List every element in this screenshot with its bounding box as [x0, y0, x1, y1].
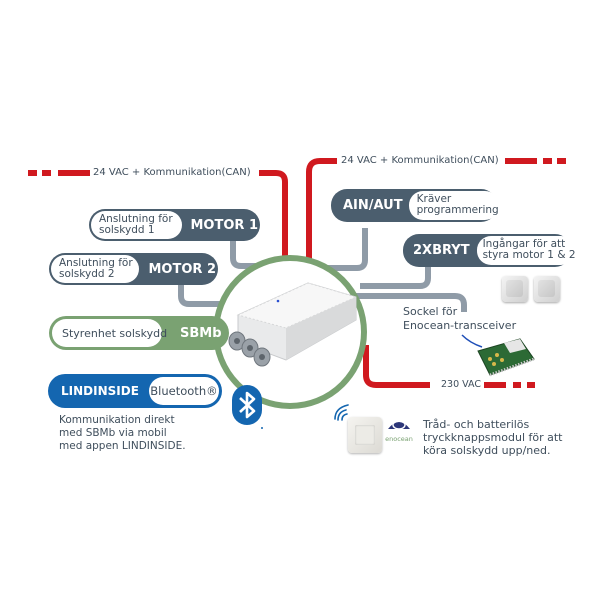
power-line-left — [28, 170, 288, 262]
push-button-icon — [534, 276, 560, 302]
socket-label: Sockel för Enocean-transceiver — [403, 305, 516, 333]
controller-device-image — [228, 282, 358, 367]
bluetooth-icon — [232, 385, 263, 429]
power-label-right: 24 VAC + Kommunikation(CAN) — [341, 155, 499, 166]
enocean-logo-icon: enocean — [385, 420, 413, 443]
bryt-desc-line1: Ingångar för att — [482, 238, 566, 250]
enocean-note: Tråd- och batterilös tryckknappsmodul fö… — [423, 418, 562, 457]
bryt-description: Ingångar för att styra motor 1 & 2 — [476, 236, 576, 265]
push-button-icon — [502, 276, 528, 302]
lindinside-note-line1: Kommunikation direkt — [59, 414, 175, 426]
sbmb-module: Styrenhet solskydd SBMb — [49, 316, 229, 350]
enocean-note-line3: köra solskydd upp/ned. — [423, 444, 551, 457]
wireless-signal-icon — [334, 404, 349, 421]
motor2-module: Anslutning för solskydd 2 MOTOR 2 — [49, 253, 218, 285]
ain-aut-desc-line2: programmering — [416, 204, 499, 216]
lindinside-note-line3: med appen LINDINSIDE. — [59, 440, 186, 452]
motor1-desc-line2: solskydd 1 — [99, 224, 155, 236]
lindinside-note-line2: med SBMb via mobil — [59, 427, 167, 439]
bryt-module: 2XBRYT Ingångar för att styra motor 1 & … — [403, 234, 576, 267]
signal-lines — [178, 228, 467, 312]
ain-aut-description: Kräver programmering — [408, 191, 499, 220]
enocean-brand-text: enocean — [385, 435, 413, 443]
power-line-230vac — [363, 345, 535, 388]
ain-aut-tag: AIN/AUT — [343, 198, 403, 213]
enocean-note-line1: Tråd- och batterilös — [423, 418, 530, 431]
motor2-tag: MOTOR 2 — [148, 261, 217, 277]
motor1-description: Anslutning för solskydd 1 — [91, 211, 182, 239]
ain-aut-module: AIN/AUT Kräver programmering — [331, 189, 499, 222]
ain-aut-desc-line1: Kräver — [416, 193, 452, 205]
lindinside-description: Bluetooth® — [148, 377, 219, 405]
bryt-tag: 2XBRYT — [413, 243, 470, 258]
power-line-right — [306, 158, 566, 262]
transceiver-module-image — [461, 334, 535, 377]
socket-label-line1: Sockel för — [403, 305, 458, 318]
lindinside-module: LINDINSIDE Bluetooth® — [48, 374, 222, 408]
motor2-desc-line1: Anslutning för — [59, 257, 133, 269]
lindinside-note: Kommunikation direkt med SBMb via mobil … — [59, 414, 186, 453]
push-button-icon — [348, 417, 382, 453]
motor2-desc-line2: solskydd 2 — [59, 268, 115, 280]
sbmb-tag: SBMb — [180, 325, 222, 341]
motor2-description: Anslutning för solskydd 2 — [51, 255, 139, 283]
motor1-desc-line1: Anslutning för — [99, 213, 173, 225]
power-label-left: 24 VAC + Kommunikation(CAN) — [93, 167, 251, 178]
motor1-tag: MOTOR 1 — [190, 217, 259, 233]
socket-label-line2: Enocean-transceiver — [403, 319, 517, 332]
power-label-230vac: 230 VAC — [441, 379, 482, 390]
enocean-note-line2: tryckknappsmodul för att — [423, 431, 563, 444]
sbmb-description: Styrenhet solskydd — [52, 319, 167, 347]
lindinside-tag: LINDINSIDE — [61, 384, 139, 398]
bryt-desc-line2: styra motor 1 & 2 — [482, 249, 576, 261]
motor1-module: Anslutning för solskydd 1 MOTOR 1 — [89, 209, 260, 241]
